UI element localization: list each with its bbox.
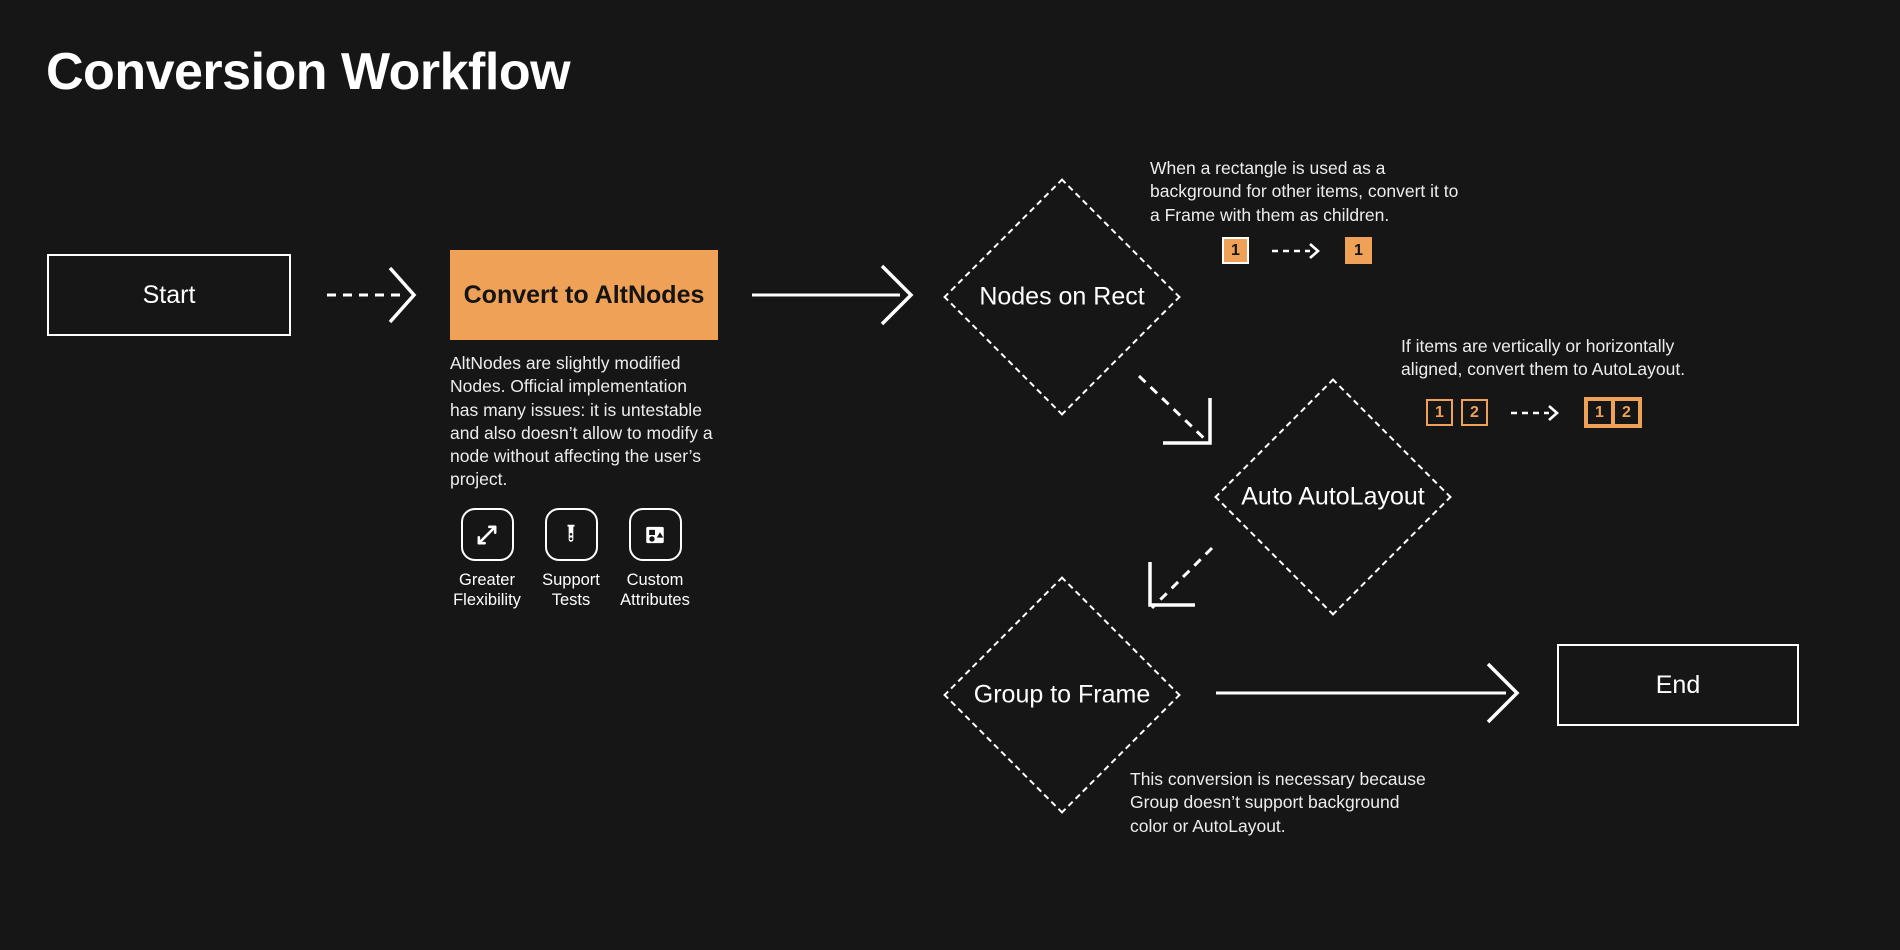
badge-before-2: 2 [1461,399,1488,426]
test-tube-icon [544,508,598,561]
badge-after-2: 2 [1613,399,1640,426]
badge-before-1: 1 [1222,237,1249,264]
feature-label: Support Tests [542,571,600,610]
edge-autolayout-to-grouptoframe [1148,546,1214,610]
feature-support-tests[interactable]: Support Tests [540,508,602,610]
node-auto-autolayout-label: Auto AutoLayout [1241,482,1425,511]
feature-label: Custom Attributes [620,571,690,610]
shapes-icon [628,508,682,561]
node-end-label: End [1655,670,1701,699]
feature-greater-flexibility[interactable]: Greater Flexibility [453,508,521,610]
badge-after-group: 1 2 [1584,397,1642,428]
edge-nodesonrect-to-autolayout [1137,374,1212,445]
edge-convert-to-nodesonrect [752,264,914,326]
edge-start-to-convert [327,266,417,324]
feature-label: Greater Flexibility [453,571,521,610]
note-altnodes: AltNodes are slightly modified Nodes. Of… [450,353,713,490]
illustration-auto-autolayout: 1 2 1 2 [1426,397,1642,428]
node-group-to-frame[interactable]: Group to Frame [943,576,1181,814]
node-convert-label: Convert to AltNodes [463,280,705,309]
node-start-label: Start [142,280,196,309]
note-group-to-frame: This conversion is necessary because Gro… [1130,769,1426,836]
page-title: Conversion Workflow [46,43,571,101]
node-start[interactable]: Start [47,254,291,336]
note-auto-autolayout: If items are vertically or horizontally … [1401,336,1686,380]
mini-arrow-icon [1511,404,1559,421]
node-group-to-frame-label: Group to Frame [973,680,1151,709]
mini-arrow-icon [1272,242,1320,259]
expand-arrows-icon [460,508,514,561]
feature-list: Greater Flexibility Support Tests [453,508,690,610]
badge-after-1: 1 [1345,237,1372,264]
node-convert-to-altnodes[interactable]: Convert to AltNodes [450,250,718,340]
edge-grouptoframe-to-end [1216,662,1520,724]
node-nodes-on-rect-label: Nodes on Rect [979,282,1145,311]
node-nodes-on-rect[interactable]: Nodes on Rect [943,178,1181,416]
badge-before-1: 1 [1426,399,1453,426]
note-nodes-on-rect: When a rectangle is used as a background… [1150,158,1459,225]
node-end[interactable]: End [1557,644,1799,726]
illustration-nodes-on-rect: 1 1 [1222,237,1372,264]
node-auto-autolayout[interactable]: Auto AutoLayout [1214,378,1452,616]
feature-custom-attributes[interactable]: Custom Attributes [620,508,690,610]
badge-after-1: 1 [1586,399,1613,426]
